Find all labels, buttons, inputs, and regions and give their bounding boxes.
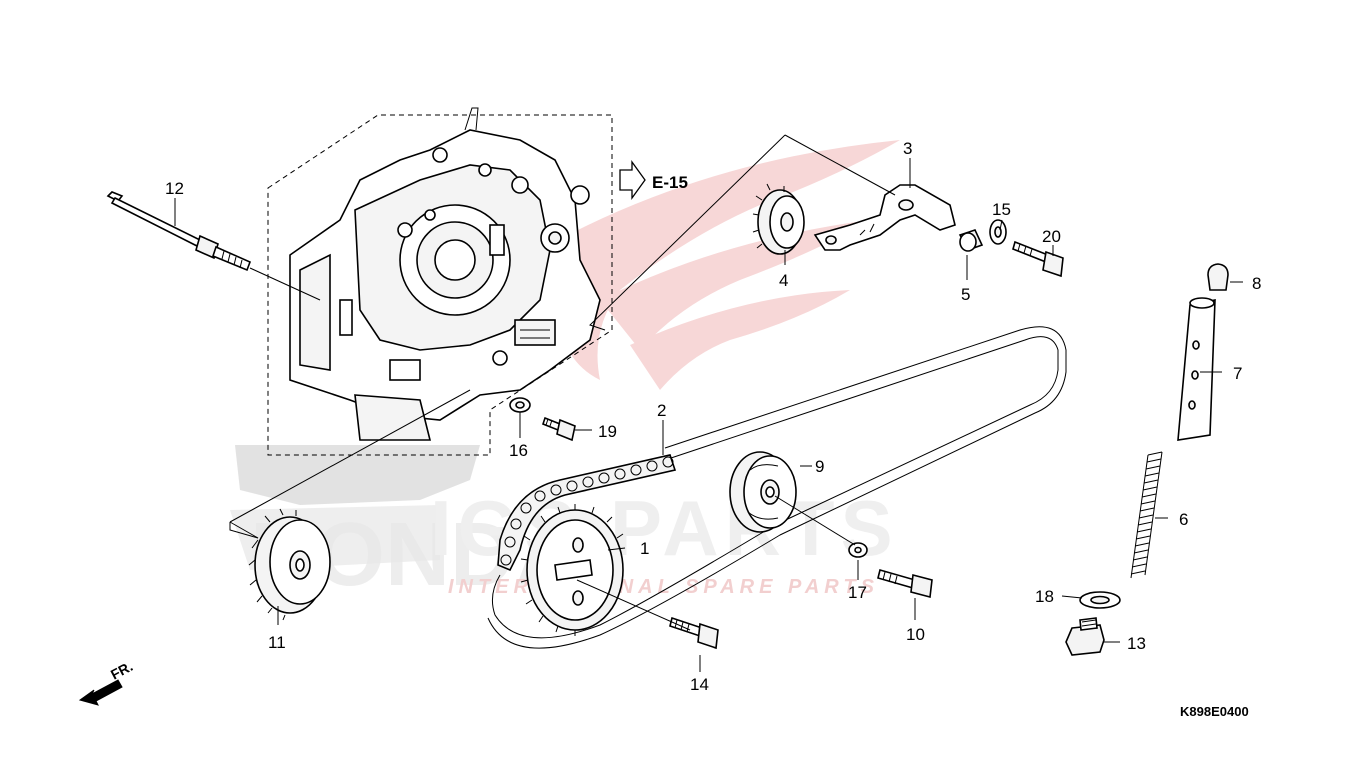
- honda-wing-logo: [540, 140, 900, 390]
- cam-chain-loop: [487, 326, 1067, 649]
- callout-13: 13: [1127, 634, 1146, 653]
- callout-20: 20: [1042, 227, 1061, 246]
- callouts: 1 2 3 4 5 6 7 8 9 10 11 12 13 14 15 16 1…: [165, 139, 1261, 694]
- callout-4: 4: [779, 271, 788, 290]
- callout-12: 12: [165, 179, 184, 198]
- callout-5: 5: [961, 285, 970, 304]
- callout-11: 11: [268, 633, 286, 652]
- part-8-cap: [1207, 263, 1229, 291]
- part-3-tensioner-arm: [813, 184, 956, 251]
- part-18-washer: [1079, 591, 1121, 609]
- part-16-washer: [509, 397, 531, 413]
- crankcase-housing: [289, 107, 601, 441]
- part-17-washer: [848, 542, 868, 558]
- part-1-cam-sprocket: [520, 504, 624, 636]
- crankcase-region: [267, 107, 613, 456]
- front-label: FR.: [108, 658, 135, 683]
- section-arrow-icon: [619, 159, 646, 201]
- section-ref-label: E-15: [652, 173, 688, 192]
- callout-7: 7: [1233, 364, 1242, 383]
- callout-18: 18: [1035, 587, 1054, 606]
- crankcase-dashed-outline: [267, 114, 613, 456]
- diagram-reference-code: K898E0400: [1180, 704, 1249, 719]
- callout-15: 15: [992, 200, 1011, 219]
- front-arrow-icon: [78, 679, 123, 706]
- callout-2: 2: [657, 401, 666, 420]
- callout-19: 19: [598, 422, 617, 441]
- part-10-bolt: [877, 569, 933, 599]
- part-15-washer: [989, 219, 1007, 245]
- part-4-roller: [752, 183, 805, 255]
- section-reference: E-15: [619, 159, 688, 201]
- part-2-chain: [497, 454, 677, 572]
- part-13-plug-bolt: [1065, 617, 1105, 656]
- callout-9: 9: [815, 457, 824, 476]
- watermark-tagline: INTERNATIONAL SPARE PARTS: [448, 576, 879, 598]
- part-9-guide-roller: [729, 451, 797, 533]
- callout-16: 16: [509, 441, 528, 460]
- part-14-bolt: [669, 616, 719, 650]
- callout-3: 3: [903, 139, 912, 158]
- callout-6: 6: [1179, 510, 1188, 529]
- part-5-collar: [958, 229, 984, 252]
- part-7-tensioner-body: [1177, 297, 1216, 441]
- leader-lines: [174, 134, 1243, 672]
- part-20-bolt: [1012, 240, 1064, 278]
- part-6-spring: [1130, 451, 1163, 579]
- callout-1: 1: [640, 539, 649, 558]
- part-19-bolt: [542, 416, 576, 442]
- callout-8: 8: [1252, 274, 1261, 293]
- callout-10: 10: [906, 625, 925, 644]
- callout-17: 17: [848, 583, 867, 602]
- part-12-shaft: [106, 191, 252, 272]
- part-11-sprocket: [248, 508, 331, 621]
- front-indicator: FR.: [78, 658, 135, 706]
- callout-14: 14: [690, 675, 709, 694]
